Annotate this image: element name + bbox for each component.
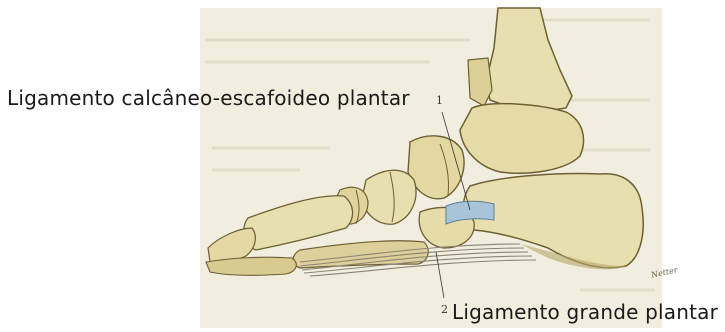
- marker-number-2: 2: [441, 303, 448, 316]
- marker-number-1: 1: [436, 94, 443, 107]
- label-calcaneonavicular-ligament: Ligamento calcâneo-escafoideo plantar: [7, 86, 410, 110]
- toe-tip-bones: [206, 257, 296, 275]
- label-long-plantar-ligament: Ligamento grande plantar: [452, 300, 718, 324]
